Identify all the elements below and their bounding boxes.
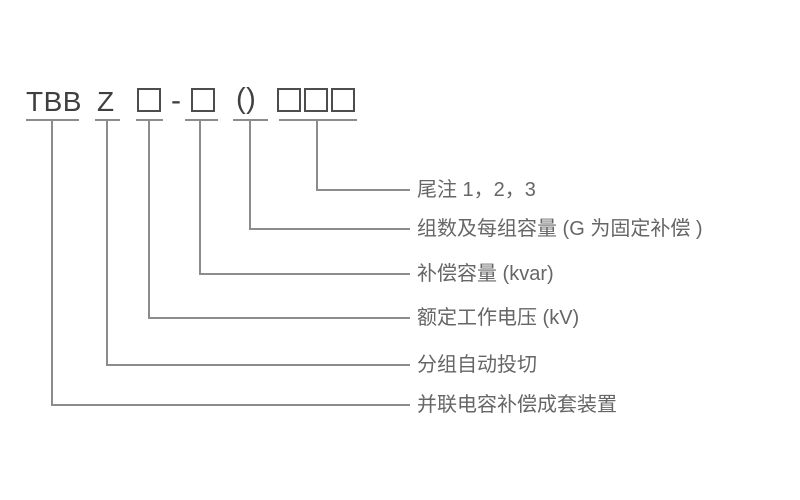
label-compensation-capacity: 补偿容量 (kvar) <box>417 263 554 285</box>
code-separator-text: - <box>171 84 182 117</box>
code-parentheses-text: () <box>236 83 257 115</box>
code-auto-switch-text: Z <box>97 86 115 117</box>
underline-suffix-boxes <box>279 119 357 121</box>
label-group-count-capacity: 组数及每组容量 (G 为固定补偿 ) <box>417 218 703 240</box>
label-auto-switching: 分组自动投切 <box>417 354 537 376</box>
label-rated-voltage: 额定工作电压 (kV) <box>417 307 580 329</box>
code-series-text: TBB <box>26 86 82 117</box>
connector-vertical-auto-switch <box>106 119 108 366</box>
connector-horizontal-auto-switch <box>106 364 410 366</box>
placeholder-box-icon <box>137 88 161 112</box>
connector-horizontal-capacity <box>199 273 410 275</box>
label-shunt-capacitor-set: 并联电容补偿成套装置 <box>417 394 617 416</box>
underline-capacity-box <box>185 119 218 121</box>
connector-vertical-capacity <box>199 119 201 275</box>
placeholder-box-icon <box>191 88 215 112</box>
connector-horizontal-groups <box>249 228 410 230</box>
connector-vertical-series <box>51 119 53 406</box>
connector-horizontal-suffix <box>316 189 410 191</box>
connector-vertical-groups <box>249 119 251 230</box>
placeholder-box-icon <box>304 88 328 112</box>
connector-horizontal-voltage <box>148 317 410 319</box>
placeholder-box-icon <box>331 88 355 112</box>
connector-vertical-voltage <box>148 119 150 319</box>
connector-horizontal-series <box>51 404 410 406</box>
label-suffix-note: 尾注 1，2，3 <box>417 179 536 201</box>
connector-vertical-suffix <box>316 119 318 191</box>
placeholder-box-icon <box>277 88 301 112</box>
